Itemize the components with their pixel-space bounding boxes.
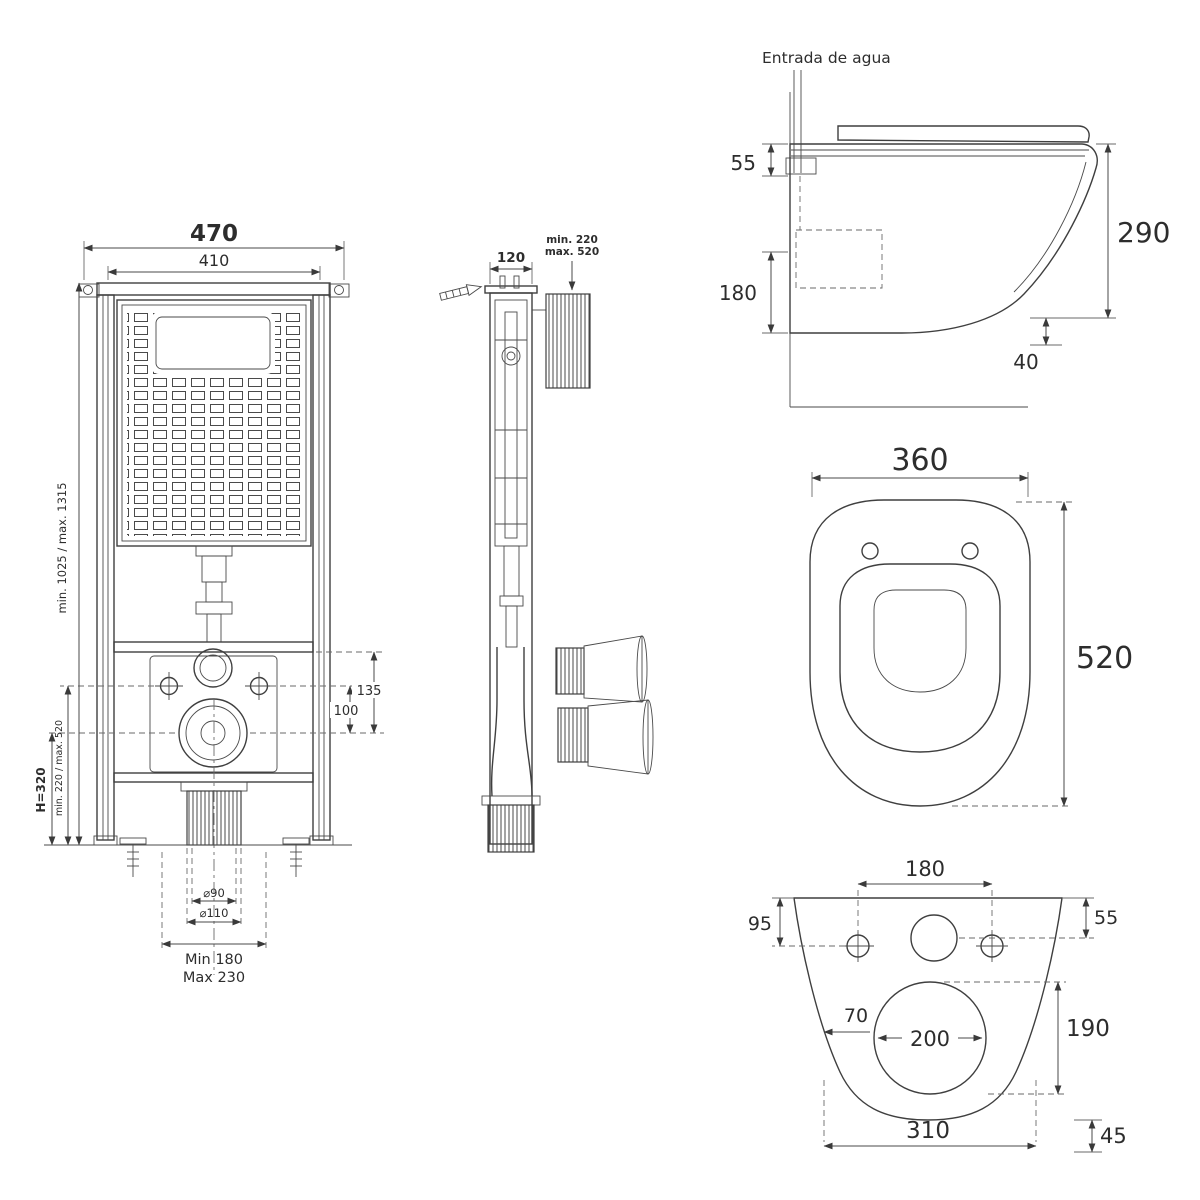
bowl-profile [789,143,1098,334]
seat-lid-profile [837,125,1090,143]
lower-bar [113,772,314,783]
dim-70: 70 [844,1005,868,1027]
label-bg [352,682,386,698]
bracket-hole-icon [334,285,344,295]
dim-frame-height-range: min. 1025 / max. 1315 [55,482,69,613]
outlet-connector-straight [555,635,648,703]
dim-drain-d110: ⌀110 [200,906,229,920]
side-elbow [490,647,533,797]
crossbar [113,641,314,653]
fixing-hole-right [976,930,1008,962]
fixing-hole-left [842,930,874,962]
outlet-hole [873,981,987,1095]
dim-55: 55 [1094,907,1118,929]
frame-side-view: 120 min. 220 max. 520 [439,234,654,853]
dim-frame-inner-width: 410 [199,251,230,270]
supply-hose-coil [545,293,591,389]
dim-290: 290 [1117,216,1170,249]
dim-135: 135 [357,684,382,699]
frame-rail-left [96,294,115,841]
flush-bend-circle-inner [199,654,227,682]
dim-offset-max: Max 230 [183,970,245,986]
dim-190: 190 [1066,1016,1110,1042]
hinge-hole-left [861,542,879,560]
floor-anchor-right [282,837,310,877]
dim-mount-height: H=320 [34,767,48,812]
dim-40: 40 [1013,350,1038,374]
bowl-rim-outline [839,563,1001,753]
dim-180: 180 [719,281,757,305]
side-valve-circle [501,346,521,366]
floor-anchor-left [119,837,147,877]
frame-front-view: 470 410 [34,221,386,986]
bracket-hole-icon [83,285,93,295]
side-top-cap [484,285,538,294]
fixing-hole-right [245,672,273,700]
side-outlet-flange [481,795,541,806]
flush-plate-window-inner [155,316,271,370]
seat-outline [809,499,1031,807]
frame-top-bar [96,282,331,296]
side-flush-pipe [499,545,524,648]
mounting-plate [149,655,278,773]
water-inlet-label: Entrada de agua [762,49,891,67]
dim-frame-outer-width: 470 [190,221,238,247]
flush-pipe [195,545,233,643]
flush-bend-circle [193,648,233,688]
dim-width-360: 360 [891,443,948,478]
fixing-hole-left [155,672,183,700]
connection-zone-dashed [795,229,883,289]
dim-range-max: max. 520 [545,246,599,258]
dim-drain-d90: ⌀90 [203,886,225,900]
dim-100: 100 [334,704,359,719]
side-profile [489,292,533,845]
dim-45: 45 [1100,1124,1127,1148]
bowl-opening [873,589,967,693]
wall-anchor-screw-icon [439,284,483,301]
dim-hole-spacing-180: 180 [905,857,945,881]
bowl-inner-curve [1013,161,1087,293]
drain-circle [178,698,248,768]
frame-rail-right [312,294,331,841]
back-outline [793,897,1063,1121]
inlet-hole [910,914,958,962]
dim-range-min: min. 220 [546,234,598,246]
dim-95: 95 [748,913,772,935]
outlet-connector-offset [557,699,654,775]
dim-310: 310 [906,1118,950,1144]
dim-outlet-200: 200 [910,1027,950,1051]
toilet-back-view: 180 55 95 70 200 190 310 45 [748,857,1127,1153]
side-outlet-pipe [487,804,535,853]
hinge-hole-right [961,542,979,560]
dim-outlet-height-range: min. 220 / max. 520 [54,720,65,816]
cistern-box-inner [121,304,307,542]
side-cistern [494,299,528,547]
side-bolt [513,275,520,289]
dim-depth-520: 520 [1076,641,1133,676]
toilet-top-view: 360 520 [809,443,1133,807]
label-bg [330,702,362,718]
dim-frame-depth: 120 [497,250,525,266]
toilet-side-view: Entrada de agua 55 180 290 40 [719,49,1170,408]
flush-plate-window [151,312,275,374]
inlet-fitting [785,157,817,175]
side-flush-tube [504,311,518,539]
side-bolt [499,275,506,289]
dim-offset-min: Min 180 [185,952,243,968]
side-valve-circle-inner [506,351,516,361]
wall-bracket-right [328,283,350,298]
dim-55: 55 [731,151,756,175]
